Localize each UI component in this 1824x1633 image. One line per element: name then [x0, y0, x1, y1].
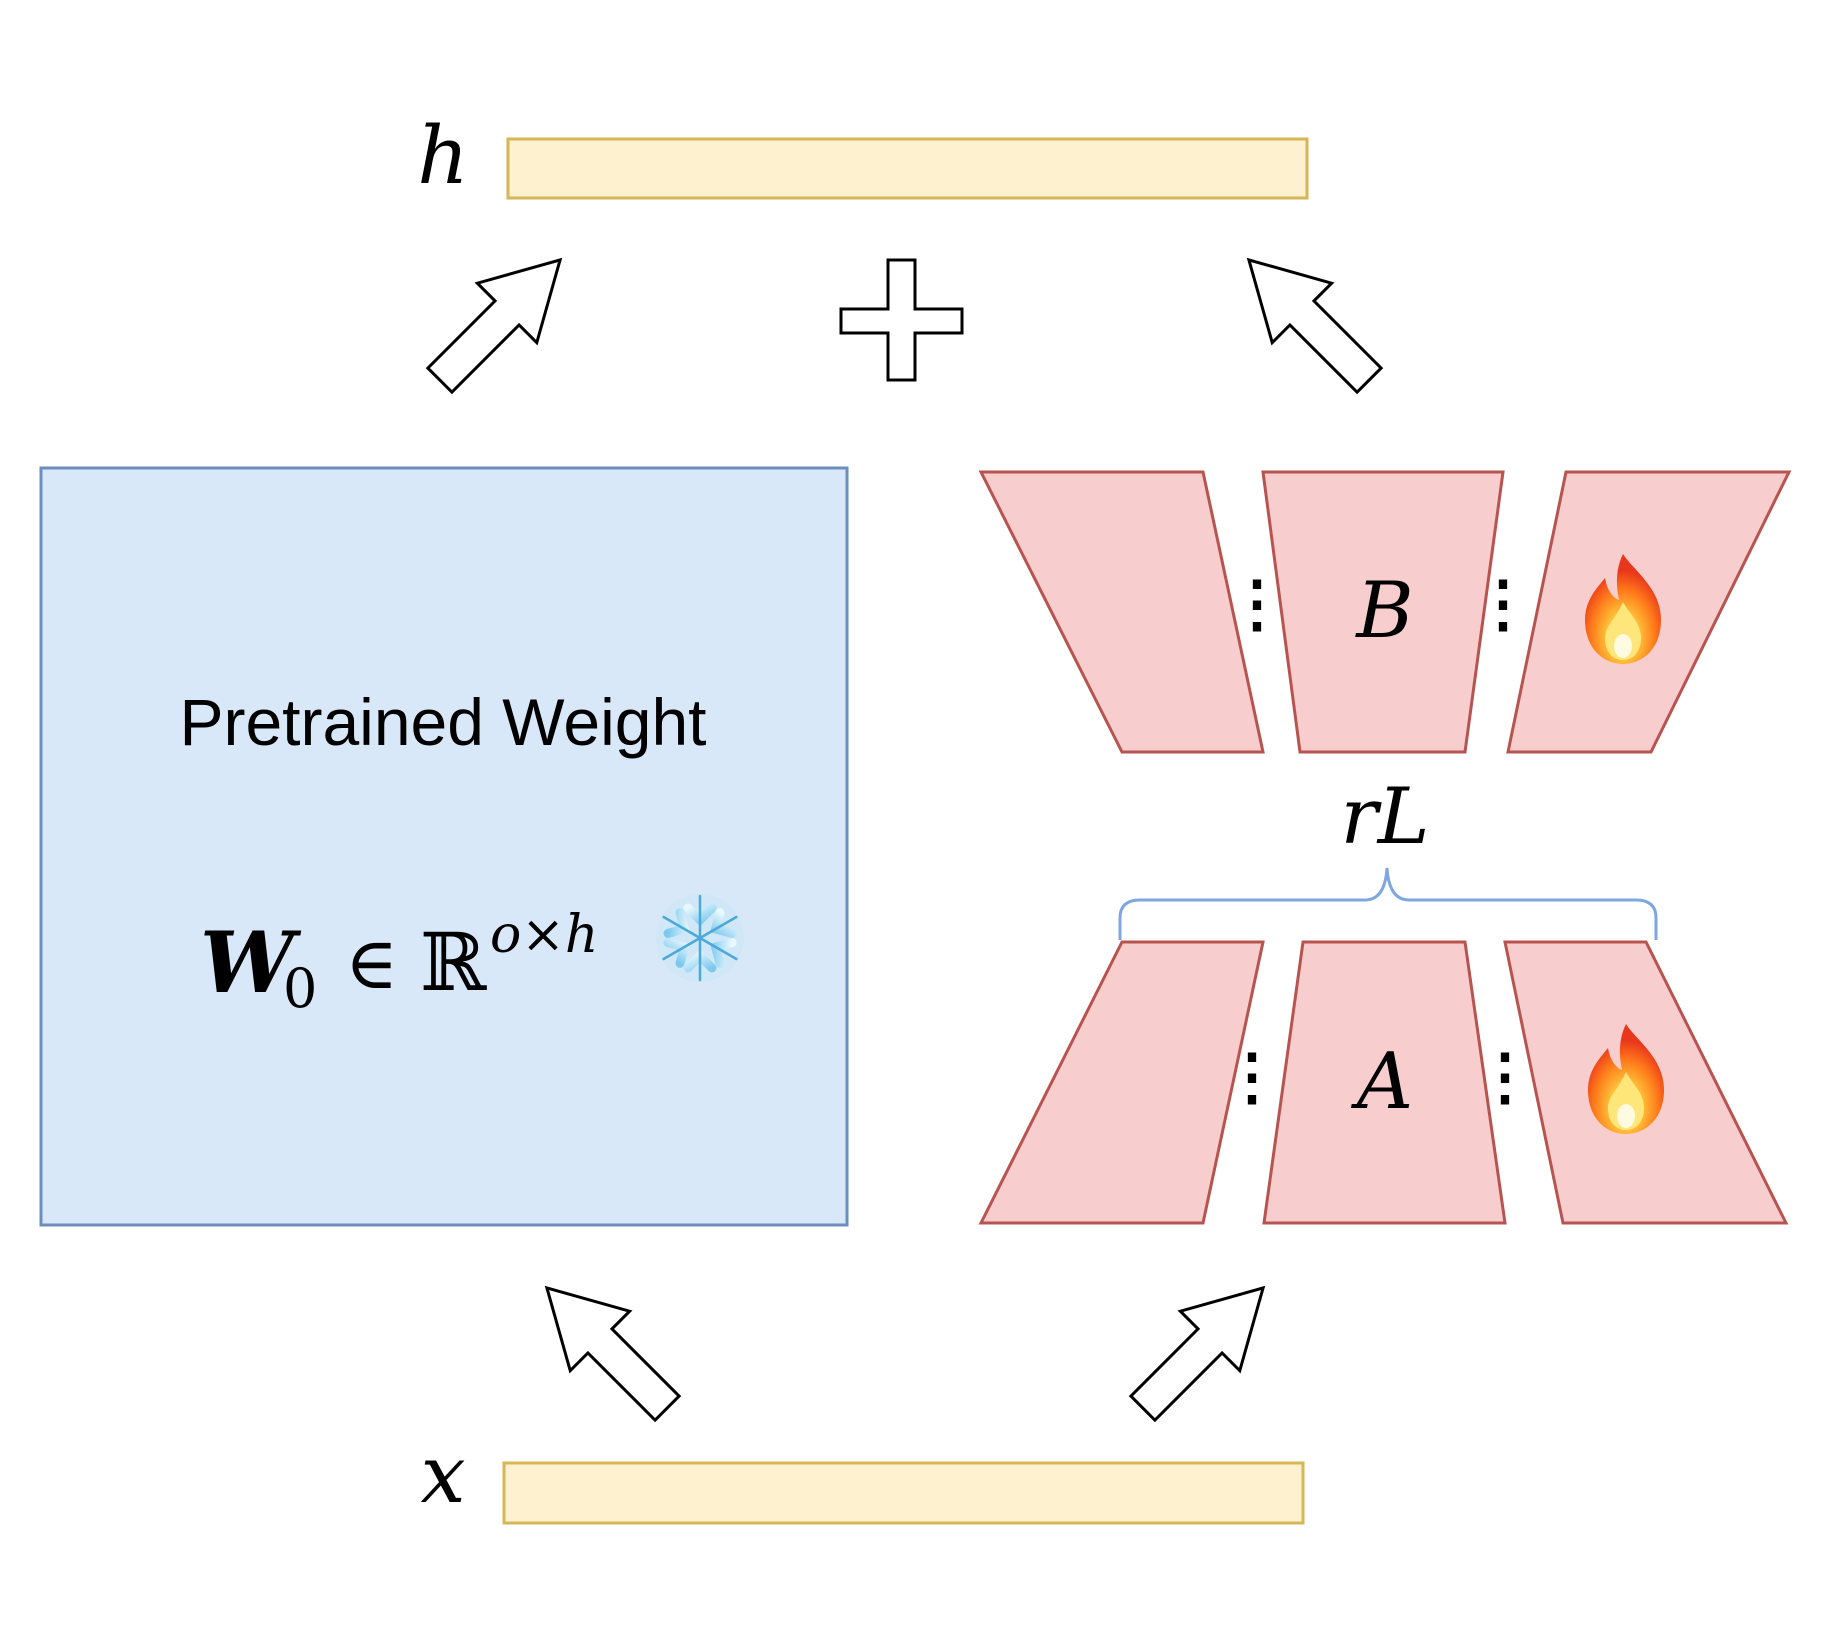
snowflake-icon [656, 891, 744, 985]
arrow-pretrained-to-output [425, 257, 563, 395]
element-of-symbol: ∈ [345, 921, 398, 1005]
fire-icon [1585, 554, 1661, 664]
input-label: x [420, 1428, 465, 1521]
arrow-input-to-lora [1128, 1285, 1266, 1423]
lora-a-dots-right: ⋮ [1474, 1040, 1536, 1113]
lora-b-dots-left: ⋮ [1226, 567, 1288, 640]
lora-a-group: ⋮ ⋮ A [978, 940, 1789, 1225]
weight-subscript: 0 [283, 957, 317, 1020]
plus-icon [839, 258, 964, 382]
weight-symbol: W [200, 913, 302, 1012]
reals-symbol: ℝ [420, 916, 488, 1009]
lora-b-middle-block [1261, 470, 1505, 754]
lora-a-middle-block [1262, 940, 1507, 1225]
rank-brace [1118, 867, 1658, 940]
pretrained-weight-title: Pretrained Weight [179, 685, 706, 759]
arrow-lora-to-output [1246, 257, 1384, 395]
output-vector [506, 137, 1309, 200]
rank-label: rL [1340, 772, 1429, 862]
lora-b-dots-right: ⋮ [1472, 567, 1534, 640]
lora-b-label: B [1354, 566, 1413, 656]
weight-formula: W 0 ∈ ℝ o×h [200, 905, 598, 1020]
output-label: h [417, 109, 469, 202]
lora-b-left-block [978, 470, 1265, 754]
arrow-input-to-pretrained [544, 1285, 682, 1423]
pretrained-weight-block [39, 466, 849, 1227]
weight-superscript: o×h [490, 905, 598, 965]
lora-a-left-block [978, 940, 1265, 1225]
lora-a-label: A [1351, 1037, 1413, 1127]
fire-icon [1588, 1024, 1664, 1134]
input-vector [502, 1461, 1305, 1525]
lora-b-group: ⋮ ⋮ B [978, 470, 1792, 754]
lora-a-dots-left: ⋮ [1221, 1040, 1283, 1113]
